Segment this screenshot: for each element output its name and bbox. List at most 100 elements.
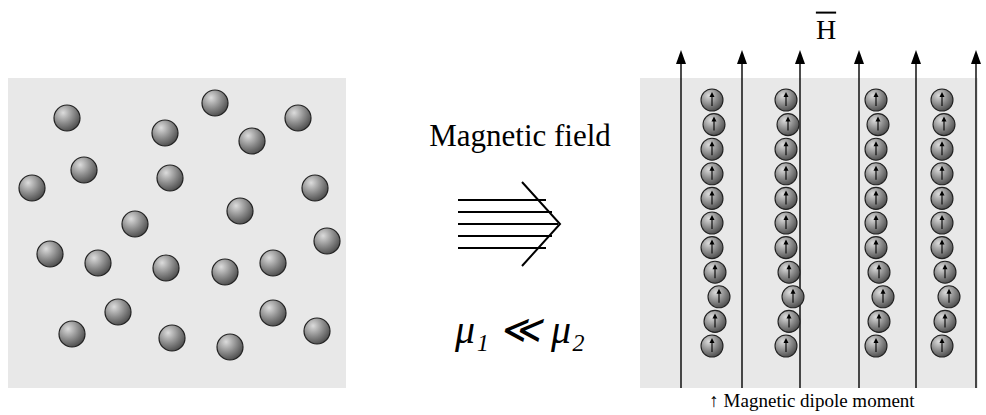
dipole-arrowhead bbox=[940, 215, 945, 220]
dipole-arrow bbox=[711, 145, 712, 155]
dipole-arrowhead bbox=[710, 92, 715, 97]
arrowhead bbox=[971, 50, 981, 64]
particle bbox=[775, 212, 797, 234]
dipole-arrowhead bbox=[784, 240, 789, 245]
dipole-arrowhead bbox=[877, 313, 882, 318]
arrowhead bbox=[911, 50, 921, 64]
dipole-arrow bbox=[711, 219, 712, 229]
particle bbox=[260, 300, 286, 326]
dipole-arrow bbox=[713, 121, 714, 131]
dipole-arrow bbox=[787, 121, 788, 131]
particle bbox=[159, 325, 185, 351]
field-line bbox=[975, 62, 976, 388]
particle bbox=[931, 237, 953, 259]
particle bbox=[701, 335, 723, 357]
fluid-panel bbox=[8, 78, 346, 388]
field-line bbox=[680, 62, 681, 388]
big-arrow bbox=[458, 182, 560, 266]
particle bbox=[19, 175, 45, 201]
particle bbox=[778, 261, 800, 283]
particle bbox=[85, 250, 111, 276]
dipole-arrowhead bbox=[940, 190, 945, 195]
particle bbox=[931, 89, 953, 111]
particle bbox=[701, 89, 723, 111]
dipole-arrow bbox=[941, 96, 942, 106]
field-line bbox=[858, 62, 859, 388]
particle bbox=[304, 318, 330, 344]
dipole-arrowhead bbox=[713, 264, 718, 269]
field-lines bbox=[676, 50, 981, 388]
dipole-arrow bbox=[785, 96, 786, 106]
dipole-arrowhead bbox=[710, 190, 715, 195]
fluid-panel bbox=[640, 78, 978, 388]
particle bbox=[775, 89, 797, 111]
dipole-arrow bbox=[711, 342, 712, 352]
dipole-arrow bbox=[875, 96, 876, 106]
particle bbox=[202, 90, 228, 116]
particle bbox=[931, 212, 953, 234]
particle bbox=[865, 163, 887, 185]
particle bbox=[701, 187, 723, 209]
particle bbox=[703, 114, 725, 136]
dipole-arrowhead bbox=[784, 141, 789, 146]
particle bbox=[153, 255, 179, 281]
particle bbox=[778, 310, 800, 332]
particle bbox=[227, 198, 253, 224]
dipole-arrowhead bbox=[943, 264, 948, 269]
dipole-arrow bbox=[875, 219, 876, 229]
permeability-relation: μ₁ ≪ μ₂ bbox=[455, 308, 585, 352]
dipole-arrowhead bbox=[874, 215, 879, 220]
particle bbox=[157, 165, 183, 191]
particle bbox=[865, 187, 887, 209]
dipole-arrow bbox=[941, 244, 942, 254]
dipole-arrow bbox=[944, 268, 945, 278]
dipole-arrowhead bbox=[874, 166, 879, 171]
particle bbox=[775, 335, 797, 357]
dipole-arrowhead bbox=[710, 141, 715, 146]
dipole-arrow bbox=[878, 317, 879, 327]
particle bbox=[260, 250, 286, 276]
dipole-arrow bbox=[785, 342, 786, 352]
particle bbox=[931, 335, 953, 357]
dipole-arrowhead bbox=[874, 92, 879, 97]
dipole-arrow bbox=[711, 96, 712, 106]
legend-note: ↑ Magnetic dipole moment bbox=[709, 391, 914, 412]
dipole-arrowhead bbox=[940, 92, 945, 97]
arrow-label: Magnetic field bbox=[429, 119, 611, 153]
particle bbox=[931, 163, 953, 185]
particle bbox=[865, 89, 887, 111]
dipole-arrowhead bbox=[874, 338, 879, 343]
dipole-arrow bbox=[878, 268, 879, 278]
dipole-arrow bbox=[785, 219, 786, 229]
dipole-arrowhead bbox=[784, 190, 789, 195]
particle bbox=[704, 261, 726, 283]
arrowhead bbox=[854, 50, 864, 64]
particle bbox=[934, 261, 956, 283]
dipole-arrow bbox=[948, 293, 949, 303]
particle bbox=[933, 114, 955, 136]
dipole-arrow bbox=[875, 170, 876, 180]
dipole-arrowhead bbox=[881, 289, 886, 294]
particle bbox=[865, 138, 887, 160]
dipole-arrow bbox=[711, 194, 712, 204]
dipole-arrowhead bbox=[940, 141, 945, 146]
particle bbox=[775, 138, 797, 160]
particle bbox=[704, 310, 726, 332]
dipole-arrow bbox=[711, 244, 712, 254]
dipole-arrow bbox=[941, 145, 942, 155]
particle bbox=[865, 237, 887, 259]
dipole-arrowhead bbox=[940, 338, 945, 343]
dipole-arrowhead bbox=[947, 289, 952, 294]
particle bbox=[775, 187, 797, 209]
particle bbox=[701, 138, 723, 160]
particle bbox=[59, 321, 85, 347]
particle bbox=[54, 105, 80, 131]
dipole-arrow bbox=[943, 121, 944, 131]
arrowhead bbox=[676, 50, 686, 64]
particle bbox=[868, 261, 890, 283]
dipole-arrow bbox=[875, 342, 876, 352]
dipole-arrow bbox=[792, 293, 793, 303]
dipole-arrowhead bbox=[942, 117, 947, 122]
dipole-arrow bbox=[941, 219, 942, 229]
